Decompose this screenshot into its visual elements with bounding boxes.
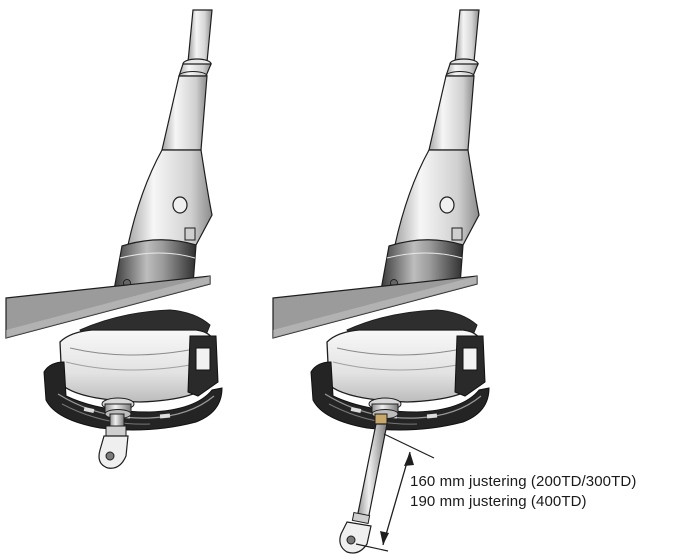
piston-rod-extended <box>339 413 388 554</box>
actuator-assembly-extended <box>272 9 490 554</box>
actuator-assembly-retracted <box>5 9 223 469</box>
adjustment-label-400td: 190 mm justering (400TD) <box>410 493 587 510</box>
dimension-arrow <box>355 433 435 552</box>
adjustment-label-200-300td: 160 mm justering (200TD/300TD) <box>410 473 637 490</box>
